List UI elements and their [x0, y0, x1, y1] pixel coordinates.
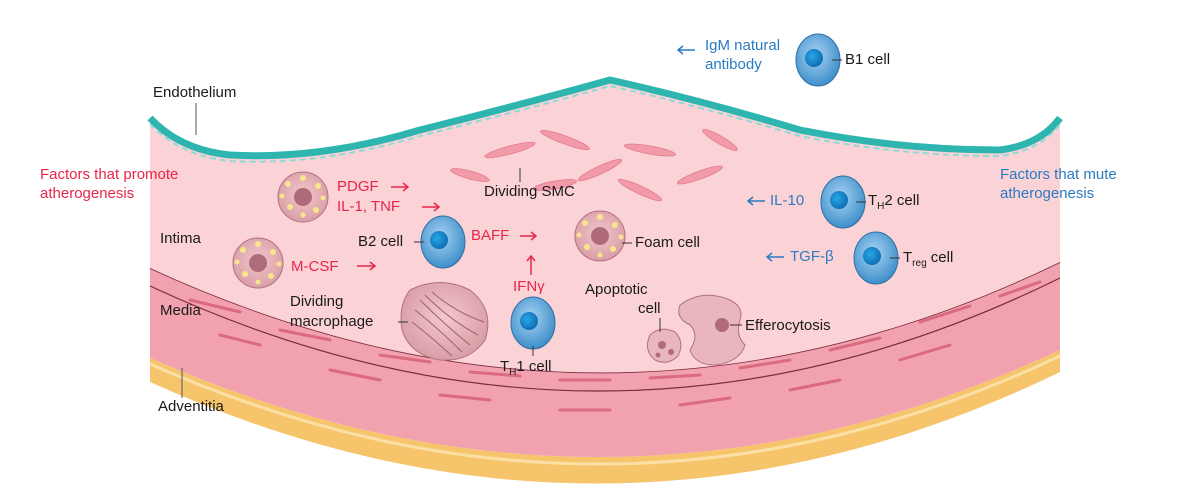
apoptotic-label-line2: cell [638, 300, 661, 317]
efferocytosis-cell [678, 294, 746, 366]
pdgf-label: PDGF [337, 178, 379, 195]
apoptotic-cell [646, 328, 682, 363]
intima-label: Intima [160, 230, 201, 247]
promote-heading-line1: Factors that promote [40, 166, 179, 183]
media-layer [150, 262, 1060, 458]
igm-label-line2: antibody [705, 56, 762, 73]
endothelium-layer [147, 76, 1063, 160]
ifng-label: IFNγ [513, 278, 545, 295]
baff-label: BAFF [471, 227, 510, 244]
il10-label: IL-10 [770, 192, 805, 209]
th2-cell-label: TH2 cell [868, 192, 920, 212]
th1-cell-label: TH1 cell [500, 358, 552, 378]
b1-cell-label: B1 cell [845, 51, 891, 68]
dividing-label-line1: Dividing [290, 293, 344, 310]
media-smc-strokes [188, 280, 1042, 412]
arrows [357, 45, 784, 275]
endothelium-label: Endothelium [153, 84, 237, 101]
b2-cell-label: B2 cell [358, 233, 404, 250]
th1-cell [510, 296, 556, 350]
dividing-smc-label: Dividing SMC [484, 183, 575, 200]
mute-heading-line1: Factors that mute [1000, 166, 1117, 183]
adventitia-layer [150, 350, 1060, 484]
dividing-smc-cluster [450, 129, 738, 202]
b1-cell [795, 33, 841, 87]
dividing-label-line2: macrophage [290, 313, 374, 330]
adventitia-label: Adventitia [158, 398, 224, 415]
th2-cell [820, 175, 866, 229]
treg-cell-label: Treg cell [903, 249, 954, 269]
igm-label-line1: IgM natural [705, 37, 781, 54]
foam-cell-mcsf [232, 237, 284, 289]
tgfb-label: TGF-β [790, 248, 834, 265]
b2-cell [420, 215, 466, 269]
foam-cell [574, 210, 626, 262]
promote-heading-line2: atherogenesis [40, 185, 135, 202]
mcsf-label: M-CSF [291, 258, 339, 275]
foam-cell-label: Foam cell [635, 234, 701, 251]
media-label: Media [160, 302, 201, 319]
dividing-macrophage [400, 282, 489, 361]
efferocytosis-label: Efferocytosis [745, 317, 831, 334]
apoptotic-label-line1: Apoptotic [585, 281, 648, 298]
mute-heading-line2: atherogenesis [1000, 185, 1095, 202]
foam-cell-pdgf [277, 171, 329, 223]
il1-tnf-label: IL-1, TNF [337, 198, 401, 215]
